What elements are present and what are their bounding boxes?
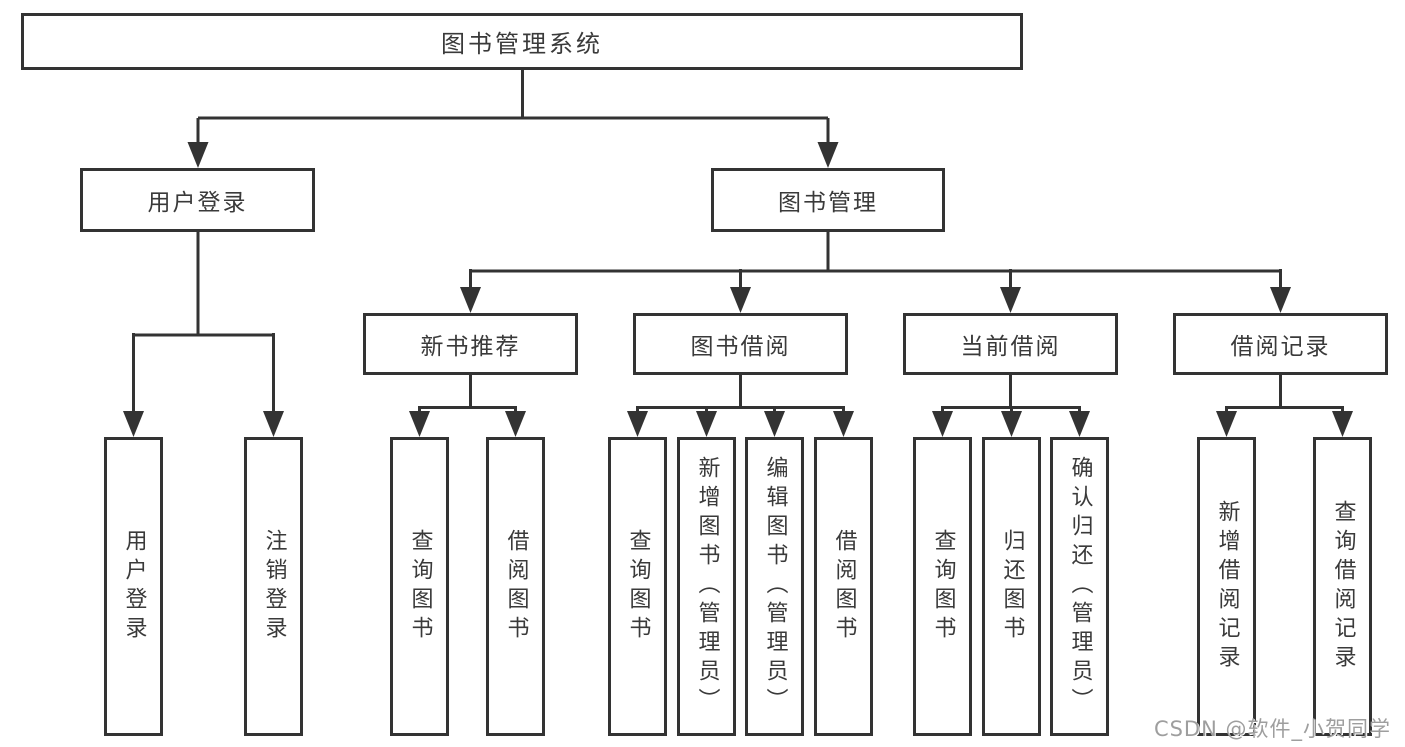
leaf-confirm-return-admin-label: 确认归还（管理员） [1067,456,1093,717]
leaf-query-books-recommend-label: 查询图书 [407,528,433,645]
leaf-query-borrow-record: 查询借阅记录 [1313,437,1372,736]
leaf-add-borrow-record-label: 新增借阅记录 [1214,499,1240,674]
node-user-login: 用户登录 [80,168,315,232]
leaf-query-books-recommend: 查询图书 [390,437,449,736]
leaf-borrow-books-borrowing-label: 借阅图书 [831,528,857,645]
leaf-user-login: 用户登录 [104,437,163,736]
node-book-borrowing: 图书借阅 [633,313,848,375]
leaf-add-borrow-record: 新增借阅记录 [1197,437,1256,736]
node-new-book-recommend: 新书推荐 [363,313,578,375]
leaf-borrow-books-recommend-label: 借阅图书 [503,528,529,645]
connector-paths [132,69,1344,418]
leaf-return-books: 归还图书 [982,437,1041,736]
leaf-borrow-books-borrowing: 借阅图书 [814,437,873,736]
leaf-edit-book-admin: 编辑图书（管理员） [745,437,804,736]
leaf-logout-label: 注销登录 [261,528,287,645]
node-book-management: 图书管理 [711,168,945,232]
leaf-add-book-admin: 新增图书（管理员） [677,437,736,736]
leaf-confirm-return-admin: 确认归还（管理员） [1050,437,1109,736]
node-borrowing-records: 借阅记录 [1173,313,1388,375]
leaf-return-books-label: 归还图书 [999,528,1025,645]
leaf-query-books-borrowing: 查询图书 [608,437,667,736]
node-current-borrowing: 当前借阅 [903,313,1118,375]
watermark: CSDN @软件_小贺同学 [1153,717,1391,741]
leaf-query-books-current-label: 查询图书 [930,528,956,645]
leaf-user-login-label: 用户登录 [121,528,147,645]
leaf-logout: 注销登录 [244,437,303,736]
leaf-query-books-borrowing-label: 查询图书 [625,528,651,645]
leaf-edit-book-admin-label: 编辑图书（管理员） [762,456,788,717]
leaf-borrow-books-recommend: 借阅图书 [486,437,545,736]
leaf-query-books-current: 查询图书 [913,437,972,736]
leaf-add-book-admin-label: 新增图书（管理员） [694,456,720,717]
arrowheads [123,142,1353,437]
node-library-system: 图书管理系统 [21,13,1023,70]
leaf-query-borrow-record-label: 查询借阅记录 [1330,499,1356,674]
